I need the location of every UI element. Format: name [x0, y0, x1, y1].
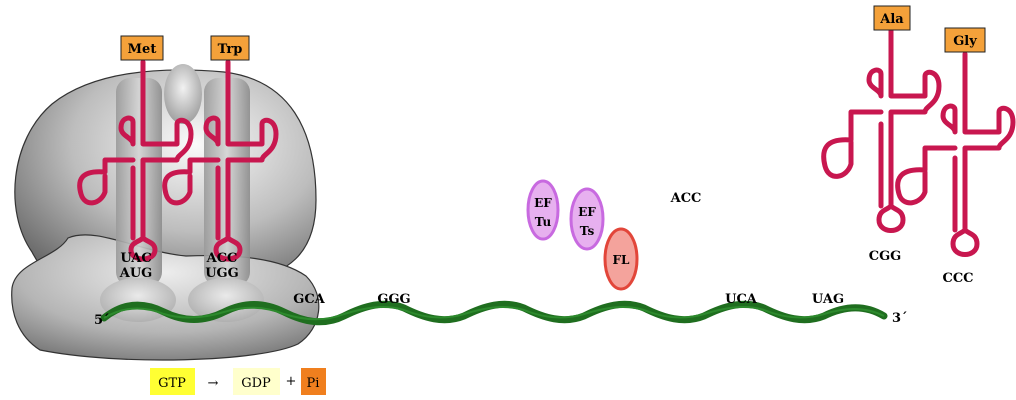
gtp-label: GTP — [158, 376, 186, 391]
ef-tu-label-2: Tu — [535, 215, 552, 229]
ef-ts-protein: EF Ts — [569, 187, 605, 251]
plus-sign: + — [286, 374, 297, 389]
trna-gly-shape — [895, 51, 1016, 257]
codon-uca: UCA — [725, 292, 758, 307]
trna-ala-shape — [821, 27, 942, 233]
ef-ts-label-2: Ts — [580, 224, 595, 238]
ef-tu-protein: EF Tu — [526, 179, 560, 241]
trp-label: Trp — [218, 42, 243, 57]
gdp-box — [233, 368, 280, 395]
mrna-strand — [100, 300, 888, 326]
codon-aug: AUG — [119, 266, 153, 281]
trna-trp-shape — [162, 59, 279, 262]
p-site-anticodon: UAC — [120, 251, 151, 266]
p-site-channel — [116, 78, 162, 286]
trna-met: Met — [77, 35, 194, 262]
trna-gly: Gly — [895, 27, 1016, 257]
codon-uag: UAG — [812, 292, 844, 307]
gly-label: Gly — [953, 34, 977, 49]
ribosome — [11, 64, 320, 361]
gly-anticodon: CCC — [942, 271, 973, 286]
fl-protein: FL — [603, 227, 639, 291]
ala-amino-acid-box — [873, 5, 911, 31]
codon-ugg: UGG — [205, 266, 239, 281]
ribosome-top-knob — [164, 64, 202, 124]
trna-trp: Trp — [162, 35, 279, 262]
gtp-reaction: GTP → GDP + Pi — [150, 368, 326, 395]
codon-ggg: GGG — [377, 292, 410, 307]
pi-label: Pi — [307, 376, 320, 391]
gdp-label: GDP — [241, 376, 271, 391]
mrna-ribbon-highlight — [103, 306, 885, 321]
met-amino-acid-box — [120, 35, 164, 61]
mrna-3-prime-label: 3´ — [892, 311, 908, 326]
ala-label: Ala — [879, 12, 904, 27]
a-site-anticodon: ACC — [206, 251, 238, 266]
pi-box — [301, 368, 326, 395]
ef-tu-body — [526, 179, 560, 241]
ef-ts-label-1: EF — [578, 205, 596, 219]
ala-anticodon: CGG — [869, 249, 902, 264]
ef-tu-label-1: EF — [534, 196, 552, 210]
fl-body — [603, 227, 639, 291]
trna-met-shape — [77, 59, 194, 262]
met-label: Met — [128, 42, 157, 57]
trp-amino-acid-box — [210, 35, 250, 61]
fl-label: FL — [613, 253, 631, 267]
floating-acc-label: ACC — [670, 191, 702, 206]
codon-gca: GCA — [293, 292, 325, 307]
a-site-pocket — [188, 278, 264, 322]
gly-amino-acid-box — [944, 27, 986, 53]
mrna-5-prime-label: 5´ — [94, 313, 110, 328]
trna-ala: Ala — [821, 5, 942, 233]
ef-ts-body — [569, 187, 605, 251]
gtp-box — [150, 368, 195, 395]
reaction-arrow: → — [208, 376, 219, 391]
